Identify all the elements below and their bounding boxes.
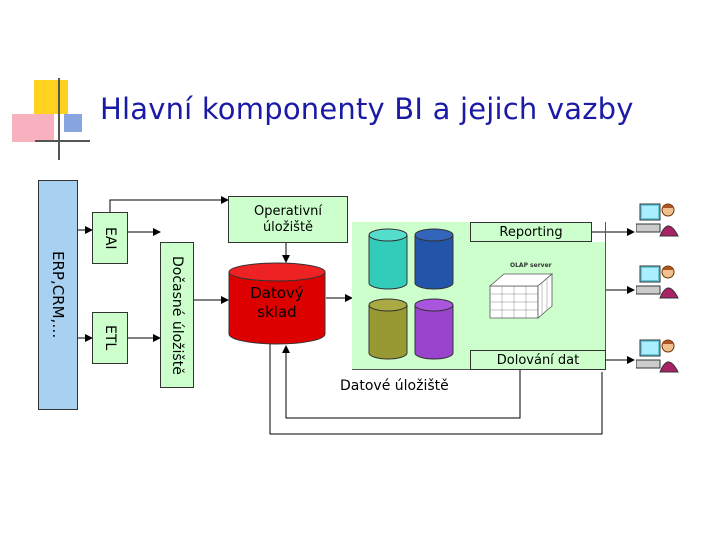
cylinder-cyan <box>368 228 408 290</box>
user-workstation-icon <box>635 262 680 302</box>
database-cylinder-icon <box>368 228 408 290</box>
logo-vertical-line <box>58 78 60 160</box>
cylinder-purple <box>414 298 454 360</box>
logo-blue-square <box>64 114 82 132</box>
warehouse-label: Datový sklad <box>250 284 304 321</box>
cylinder-navy <box>414 228 454 290</box>
eai-label: EAI <box>102 226 118 250</box>
etl-label: ETL <box>102 325 118 351</box>
user-workstation-icon <box>635 200 680 240</box>
staging-store: Dočasné úložiště <box>160 242 194 388</box>
erp-label: ERP,CRM,… <box>49 251 67 339</box>
database-cylinder-icon <box>414 228 454 290</box>
user-workstation-icon <box>635 336 680 376</box>
staging-label: Dočasné úložiště <box>169 255 185 375</box>
feedback-loop-inner <box>282 345 521 419</box>
logo-yellow-square <box>34 80 68 114</box>
arrow-eai-ods <box>109 196 229 212</box>
mining-label: Dolování dat <box>496 352 580 368</box>
warehouse-cylinder: Datový sklad <box>228 262 326 346</box>
database-cylinder-icon <box>414 298 454 360</box>
ods-label: Operativní úložiště <box>253 203 323 235</box>
page-title: Hlavní komponenty BI a jejich vazby <box>100 92 634 126</box>
logo-icon <box>12 78 90 160</box>
datastore-caption: Datové úložiště <box>340 378 449 394</box>
logo-horizontal-line <box>35 140 90 142</box>
reporting-label: Reporting <box>499 224 563 240</box>
cylinder-olive <box>368 298 408 360</box>
logo-pink-square <box>12 114 54 142</box>
olap-label: OLAP server <box>510 262 552 269</box>
erp-crm-source: ERP,CRM,… <box>38 180 78 410</box>
database-cylinder-icon <box>228 262 326 345</box>
etl-box: ETL <box>92 312 128 364</box>
reporting-tab: Reporting <box>470 222 592 242</box>
olap-cube-icon: OLAP server <box>484 262 554 319</box>
database-cylinder-icon <box>368 298 408 360</box>
eai-box: EAI <box>92 212 128 264</box>
operational-store: Operativní úložiště <box>228 196 348 243</box>
mining-tab: Dolování dat <box>470 350 606 370</box>
